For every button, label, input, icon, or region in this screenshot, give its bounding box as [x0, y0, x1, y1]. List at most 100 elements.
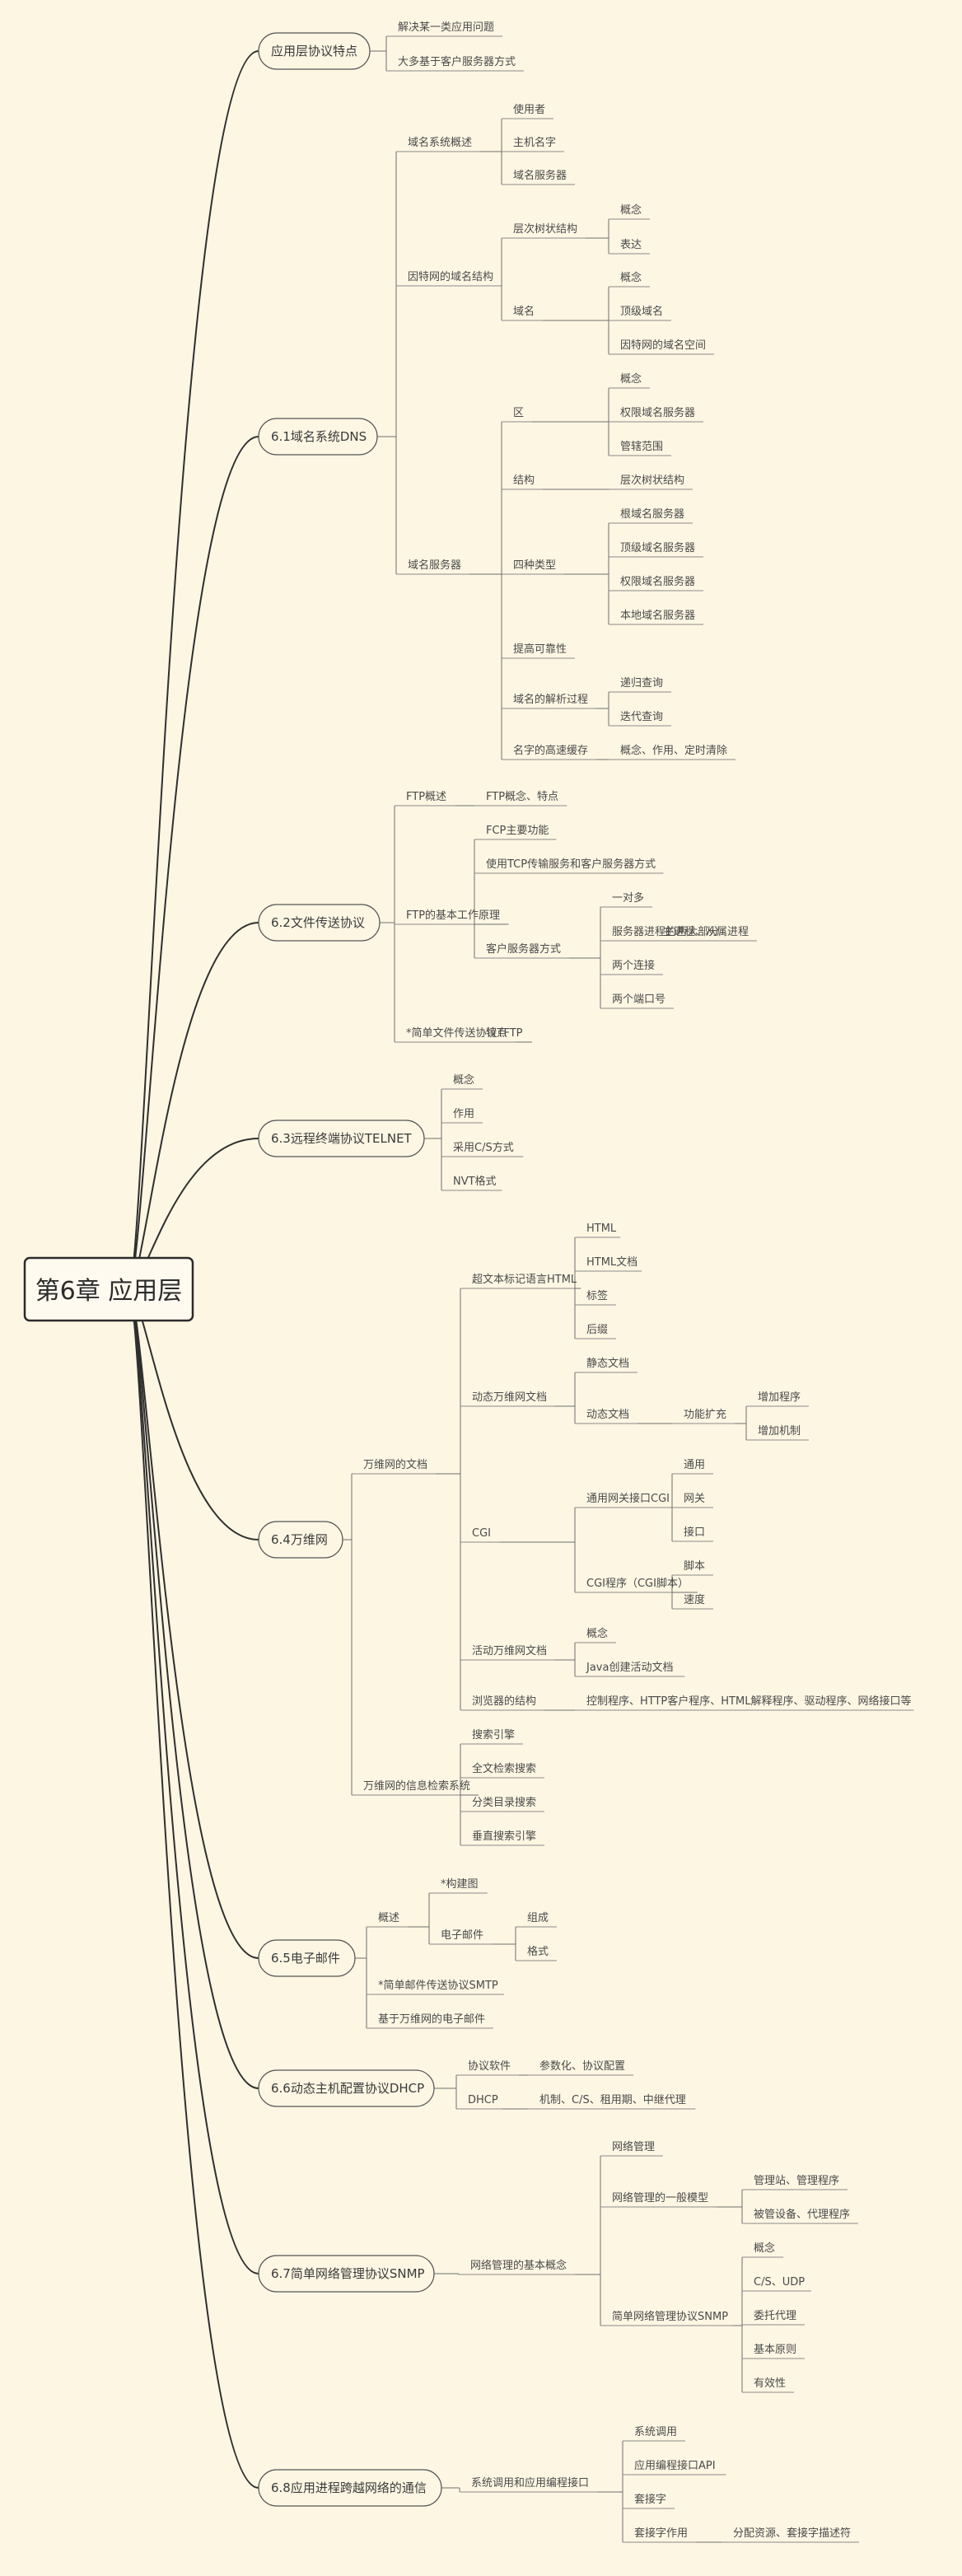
mindmap-node[interactable]: 机制、C/S、租用期、中继代理	[539, 2094, 686, 2106]
mindmap-node[interactable]: 委托代理	[754, 2310, 796, 2322]
mindmap-node[interactable]: Java创建活动文档	[586, 1662, 673, 1674]
mindmap-node[interactable]: 组成	[527, 1912, 549, 1924]
mindmap-node[interactable]: 提高可靠性	[513, 643, 567, 656]
mindmap-node[interactable]: 套接字	[634, 2493, 666, 2506]
mindmap-node[interactable]: DHCP	[468, 2094, 498, 2106]
mindmap-node[interactable]: 简单网络管理协议SNMP	[612, 2310, 728, 2323]
mindmap-node[interactable]: 区	[513, 407, 524, 419]
mindmap-node[interactable]: 域名	[513, 305, 535, 318]
mindmap-node[interactable]: FTP概念、特点	[486, 790, 558, 803]
topic-bubble[interactable]	[258, 418, 378, 456]
mindmap-node[interactable]: 解决某一类应用问题	[398, 21, 494, 34]
mindmap-node[interactable]: 递归查询	[620, 677, 663, 690]
mindmap-node[interactable]: 应用编程接口API	[634, 2459, 716, 2472]
topic-bubble[interactable]	[258, 2069, 435, 2107]
mindmap-node[interactable]: 分类目录搜索	[472, 1797, 536, 1809]
mindmap-node[interactable]: FTP的基本工作原理	[406, 909, 500, 922]
mindmap-node[interactable]: FCP主要功能	[486, 825, 549, 837]
mindmap-node[interactable]: 全文检索搜索	[472, 1762, 536, 1775]
mindmap-node[interactable]: 表达	[620, 239, 642, 251]
topic-bubble[interactable]	[258, 32, 371, 70]
mindmap-node[interactable]: 功能扩充	[684, 1408, 726, 1421]
mindmap-node[interactable]: 网络管理的一般模型	[612, 2191, 708, 2204]
mindmap-node[interactable]: 格式	[527, 1945, 549, 1958]
mindmap-node[interactable]: 套接字作用	[634, 2527, 688, 2540]
mindmap-node[interactable]: 系统调用和应用编程接口	[471, 2476, 589, 2490]
mindmap-node[interactable]: 被管设备、代理程序	[754, 2208, 850, 2221]
mindmap-node[interactable]: 垂直搜索引擎	[472, 1830, 536, 1843]
mindmap-node[interactable]: 控制程序、HTTP客户程序、HTML解释程序、驱动程序、网络接口等	[586, 1695, 911, 1708]
mindmap-node[interactable]: 概念	[620, 372, 642, 386]
mindmap-node[interactable]: 大多基于客户服务器方式	[398, 55, 516, 68]
mindmap-node[interactable]: 两个端口号	[612, 993, 665, 1006]
mindmap-node[interactable]: 采用C/S方式	[453, 1141, 514, 1154]
mindmap-node[interactable]: 概念	[453, 1073, 474, 1087]
mindmap-node[interactable]: 静态文档	[586, 1358, 629, 1370]
mindmap-node[interactable]: 概念	[620, 203, 642, 217]
mindmap-node[interactable]: 协议软件	[468, 2060, 511, 2073]
mindmap-node[interactable]: 顶级域名服务器	[620, 541, 695, 554]
mindmap-node[interactable]: 域名服务器	[513, 169, 567, 182]
mindmap-node[interactable]: 主进程、从属进程	[663, 926, 749, 938]
mindmap-node[interactable]: 特点	[486, 1027, 507, 1040]
mindmap-node[interactable]: 活动万维网文档	[472, 1645, 547, 1657]
topic-bubble[interactable]	[258, 1939, 356, 1977]
mindmap-node[interactable]: 增加机制	[758, 1425, 801, 1438]
mindmap-node[interactable]: 基于万维网的电子邮件	[378, 2013, 485, 2026]
mindmap-node[interactable]: 增加程序	[758, 1391, 801, 1404]
mindmap-node[interactable]: 因特网的域名结构	[408, 270, 493, 283]
mindmap-node[interactable]: 使用TCP传输服务和客户服务器方式	[486, 858, 656, 871]
mindmap-node[interactable]: 通用网关接口CGI	[586, 1492, 670, 1505]
mindmap-node[interactable]: 基本原则	[754, 2344, 796, 2356]
mindmap-node[interactable]: 概念	[754, 2242, 775, 2255]
mindmap-node[interactable]: 接口	[684, 1526, 705, 1539]
topic-bubble[interactable]	[258, 2469, 442, 2507]
mindmap-node[interactable]: NVT格式	[453, 1175, 497, 1188]
mindmap-node[interactable]: FTP概述	[406, 791, 446, 803]
mindmap-node[interactable]: 使用者	[513, 103, 545, 116]
topic-bubble[interactable]	[258, 1521, 343, 1559]
topic-bubble[interactable]	[258, 1120, 425, 1157]
root-node[interactable]	[23, 1256, 194, 1322]
mindmap-node[interactable]: 参数化、协议配置	[539, 2059, 625, 2073]
mindmap-node[interactable]: 超文本标记语言HTML	[472, 1274, 577, 1286]
mindmap-node[interactable]: 两个连接	[612, 959, 655, 972]
mindmap-node[interactable]: 管理站、管理程序	[754, 2175, 839, 2187]
mindmap-node[interactable]: 域名服务器	[408, 559, 461, 572]
mindmap-node[interactable]: 主机名字	[513, 136, 556, 149]
mindmap-node[interactable]: HTML	[586, 1223, 617, 1235]
mindmap-node[interactable]: 通用	[684, 1459, 705, 1471]
mindmap-node[interactable]: 作用	[453, 1108, 474, 1120]
mindmap-node[interactable]: 管辖范围	[620, 440, 663, 453]
mindmap-node[interactable]: HTML文档	[586, 1256, 637, 1269]
mindmap-node[interactable]: 有效性	[754, 2377, 786, 2390]
mindmap-node[interactable]: 结构	[513, 475, 535, 487]
mindmap-node[interactable]: 根域名服务器	[620, 507, 684, 521]
mindmap-node[interactable]: 概念	[620, 271, 642, 284]
mindmap-node[interactable]: 网关	[684, 1493, 705, 1505]
mindmap-node[interactable]: 本地域名服务器	[620, 609, 695, 622]
mindmap-node[interactable]: 动态万维网文档	[472, 1391, 547, 1404]
mindmap-node[interactable]: 四种类型	[513, 559, 556, 572]
mindmap-node[interactable]: 万维网的文档	[363, 1458, 427, 1471]
mindmap-node[interactable]: C/S、UDP	[754, 2276, 805, 2288]
mindmap-node[interactable]: 域名的解析过程	[513, 693, 588, 706]
mindmap-node[interactable]: *构建图	[441, 1878, 479, 1891]
mindmap-node[interactable]: 客户服务器方式	[486, 942, 561, 956]
mindmap-node[interactable]: 权限域名服务器	[620, 406, 695, 419]
mindmap-node[interactable]: 脚本	[684, 1559, 705, 1573]
mindmap-node[interactable]: 服务器进程的两大部分	[612, 925, 719, 938]
mindmap-node[interactable]: 网络管理	[612, 2140, 655, 2153]
mindmap-node[interactable]: 概念	[586, 1627, 608, 1640]
mindmap-node[interactable]: *简单文件传送协议TFTP	[406, 1026, 523, 1040]
mindmap-node[interactable]: 网络管理的基本概念	[470, 2259, 567, 2272]
mindmap-node[interactable]: 概念、作用、定时清除	[620, 744, 727, 757]
mindmap-node[interactable]: 一对多	[612, 891, 644, 905]
mindmap-node[interactable]: 迭代查询	[620, 711, 663, 723]
mindmap-node[interactable]: 电子邮件	[441, 1929, 483, 1942]
mindmap-node[interactable]: 权限域名服务器	[620, 575, 695, 588]
mindmap-node[interactable]: 层次树状结构	[513, 222, 577, 236]
topic-bubble[interactable]	[258, 2255, 435, 2293]
mindmap-node[interactable]: 万维网的信息检索系统	[363, 1779, 470, 1793]
mindmap-node[interactable]: 分配资源、套接字描述符	[733, 2527, 851, 2540]
